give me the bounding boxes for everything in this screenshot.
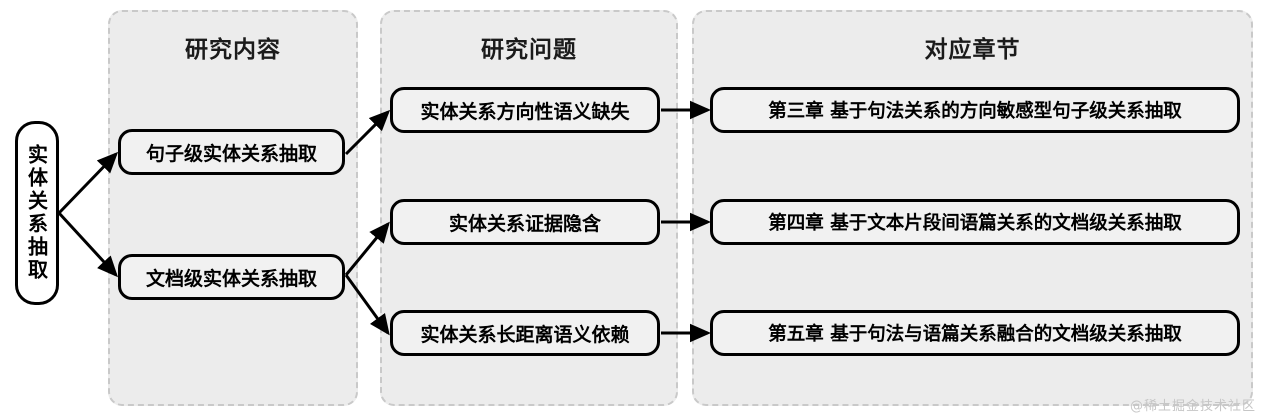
node-label: 第五章 基于句法与语篇关系融合的文档级关系抽取: [768, 324, 1182, 345]
node-sentence-level-extraction[interactable]: 句子级实体关系抽取: [118, 129, 345, 175]
node-root-label: 实体关系抽取: [24, 144, 49, 282]
node-label: 第三章 基于句法关系的方向敏感型句子级关系抽取: [768, 101, 1182, 122]
node-chapter-5[interactable]: 第五章 基于句法与语篇关系融合的文档级关系抽取: [710, 310, 1240, 356]
node-document-level-extraction[interactable]: 文档级实体关系抽取: [118, 254, 345, 300]
node-chapter-4[interactable]: 第四章 基于文本片段间语篇关系的文档级关系抽取: [710, 199, 1240, 245]
node-chapter-3[interactable]: 第三章 基于句法关系的方向敏感型句子级关系抽取: [710, 87, 1240, 133]
node-label: 实体关系长距离语义依赖: [420, 323, 630, 346]
node-problem-evidence-implicit[interactable]: 实体关系证据隐含: [390, 199, 660, 245]
node-label: 句子级实体关系抽取: [145, 142, 317, 165]
node-problem-long-distance[interactable]: 实体关系长距离语义依赖: [390, 310, 660, 356]
panel-title-corresponding-chapter: 对应章节: [924, 37, 1021, 63]
panel-title-research-content: 研究内容: [185, 37, 281, 63]
node-label: 实体关系证据隐含: [448, 212, 601, 235]
watermark: @稀土掘金技术社区: [1129, 399, 1256, 414]
panel-research-content: 研究内容: [108, 10, 358, 406]
node-label: 实体关系方向性语义缺失: [420, 100, 630, 123]
node-problem-direction-semantics[interactable]: 实体关系方向性语义缺失: [390, 87, 660, 133]
panel-title-research-problem: 研究问题: [481, 37, 577, 63]
node-label: 文档级实体关系抽取: [145, 267, 317, 290]
node-label: 第四章 基于文本片段间语篇关系的文档级关系抽取: [768, 213, 1182, 234]
node-root-entity-relation-extraction[interactable]: 实体关系抽取: [15, 121, 59, 305]
